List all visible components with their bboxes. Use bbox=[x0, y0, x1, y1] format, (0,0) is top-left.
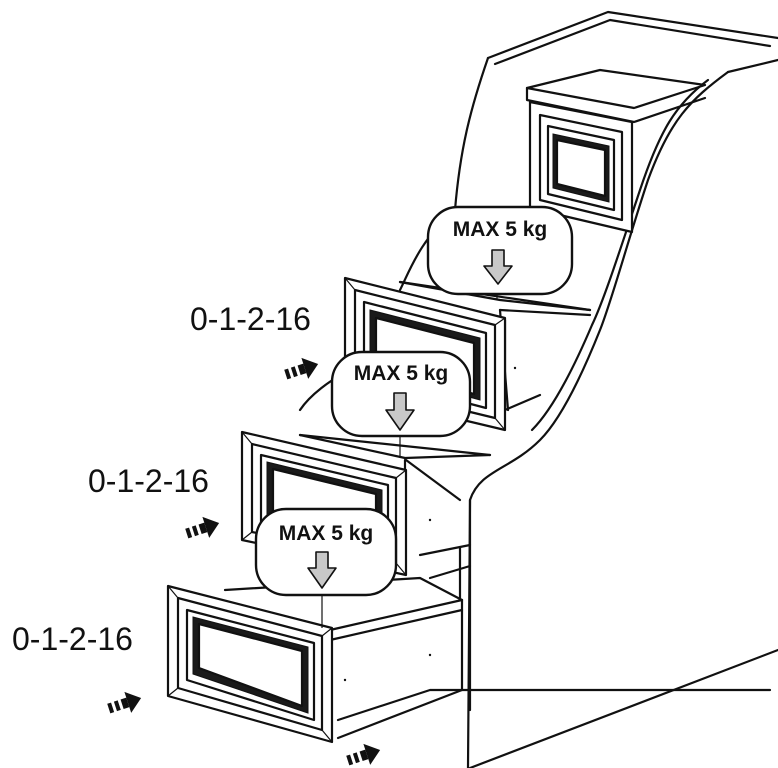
max-load-label: MAX 5 kg bbox=[354, 362, 449, 385]
part-code-label: 0-1-2-16 bbox=[190, 301, 311, 337]
max-load-label: MAX 5 kg bbox=[453, 218, 548, 241]
down-arrow-icon bbox=[385, 392, 415, 431]
max-load-label: MAX 5 kg bbox=[279, 522, 374, 545]
load-callout-top: MAX 5 kg bbox=[426, 205, 574, 296]
push-arrow-icon bbox=[185, 516, 220, 539]
push-arrow-icon bbox=[107, 691, 142, 714]
push-arrow-icon bbox=[346, 743, 381, 766]
part-code-label: 0-1-2-16 bbox=[88, 463, 209, 499]
load-callout-upper: MAX 5 kg bbox=[330, 350, 472, 438]
part-code-label: 0-1-2-16 bbox=[12, 621, 133, 657]
load-callout-middle: MAX 5 kg bbox=[254, 507, 398, 597]
down-arrow-icon bbox=[307, 551, 337, 589]
push-arrow-icon bbox=[284, 357, 319, 380]
screw-dots bbox=[343, 366, 517, 682]
down-arrow-icon bbox=[483, 249, 513, 285]
drawer-bottom bbox=[166, 576, 772, 744]
cabinet-body bbox=[298, 10, 778, 768]
